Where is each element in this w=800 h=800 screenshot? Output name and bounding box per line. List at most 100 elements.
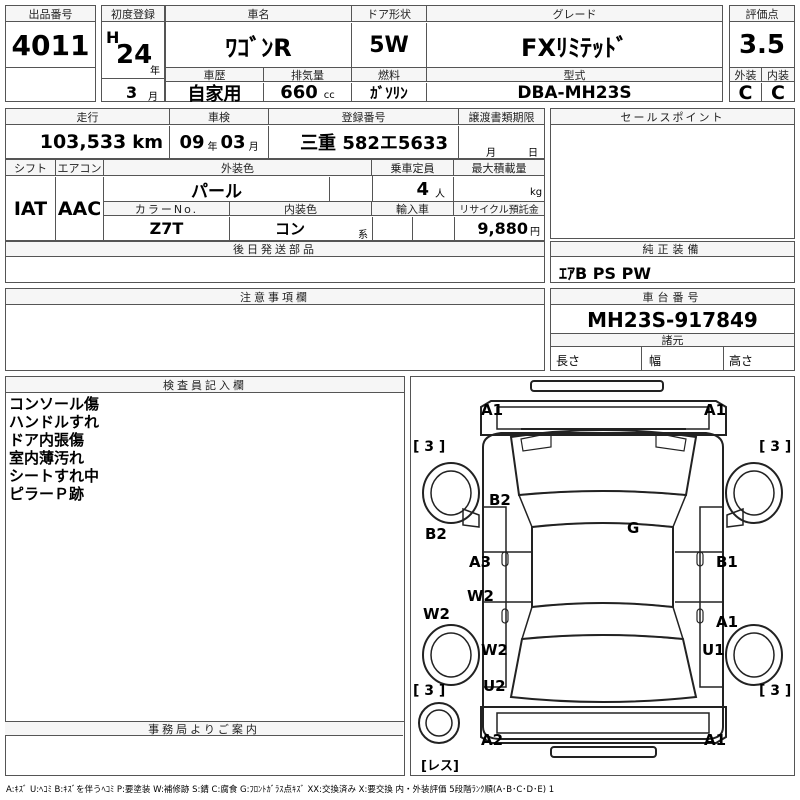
inspector-note: コンソール傷	[9, 395, 100, 413]
trunk	[509, 634, 698, 703]
mark-right-rear-door: A1	[716, 613, 739, 631]
year-value: 24	[116, 40, 153, 70]
exterior-grade-label: 外装	[730, 68, 762, 82]
genuine-equipment-value: ｴｱB PS PW	[559, 264, 651, 283]
mileage-inspection-box: 走行 車検 登録番号 譲渡書類期限 103,533 km 09 年 03 月 三…	[5, 108, 545, 159]
mark-roof: G	[627, 519, 640, 537]
bottom-bumper-bar	[550, 746, 657, 758]
capacity-label: 乗車定員	[372, 160, 454, 176]
tire-tread-rear-right: [ 3 ]	[759, 683, 792, 699]
spare-tire-label: [レス]	[421, 759, 459, 774]
mark-left-pillar: B2	[425, 525, 447, 543]
office-notice-label: 事務局よりご案内	[5, 722, 403, 736]
transfer-doc-label: 譲渡書類期限	[459, 109, 544, 125]
inspector-notes-list: コンソール傷 ハンドルすれ ドア内張傷 室内薄汚れ シートすれ中 ピラーＰ跡	[9, 395, 99, 503]
mark-left-front-door: A3	[469, 553, 492, 571]
car-name-label: 車名	[166, 6, 352, 22]
height-label: 高さ	[729, 354, 754, 368]
caution-notes-label: 注意事項欄	[6, 289, 544, 305]
inspector-note: ドア内張傷	[9, 431, 85, 449]
inspector-note: シートすれ中	[9, 467, 100, 485]
mark-right-rear-quarter: U1	[702, 641, 725, 659]
chassis-box: 車台番号 MH23S-917849 諸元 長さ 幅 高さ	[550, 288, 795, 371]
shift-label: シフト	[6, 160, 56, 176]
mark-hood: B2	[489, 491, 511, 509]
genuine-equipment-box: 純正装備 ｴｱB PS PW	[550, 241, 795, 283]
rear-window	[520, 602, 685, 640]
interior-grade-value: C	[771, 83, 785, 102]
sales-point-label: セールスポイント	[551, 109, 794, 125]
interior-color-label: 内装色	[230, 202, 372, 216]
model-code-label: 型式	[427, 68, 722, 82]
mark-left-rear-door: W2	[467, 587, 494, 605]
inspector-note: 室内薄汚れ	[9, 449, 85, 467]
sales-point-box: セールスポイント	[550, 108, 795, 239]
inspector-notes-label: 検査員記入欄	[6, 377, 404, 393]
roof	[531, 522, 674, 609]
model-code-value: DBA-MH23S	[517, 83, 632, 102]
fuel-label: 燃料	[352, 68, 427, 82]
inspection-value: 09 年 03 月	[170, 126, 269, 158]
inspection-label: 車検	[170, 109, 269, 125]
car-info-box: 車名 ドア形状 グレード ﾜｺﾞﾝR 5W FXﾘﾐﾃｯﾄﾞ 車歴 排気量 燃料…	[165, 5, 723, 102]
rear-bumper	[480, 706, 727, 744]
car-name-value: ﾜｺﾞﾝR	[166, 23, 352, 67]
inspection-month: 03	[220, 131, 246, 153]
displacement-value: 660 cc	[264, 83, 352, 102]
import-label: 輸入車	[372, 202, 454, 216]
front-bumper	[480, 400, 727, 436]
first-registration-label: 初度登録	[102, 6, 164, 22]
later-parts-box: 後日発送部品	[5, 241, 545, 283]
recycle-deposit-unit: 円	[530, 227, 540, 238]
right-side-panel	[699, 506, 723, 688]
inspection-year-unit: 年	[207, 141, 218, 153]
mileage-label: 走行	[6, 109, 170, 125]
displacement-number: 660	[280, 83, 318, 102]
score-value: 3.5	[738, 30, 786, 60]
rear-left-wheel	[422, 624, 480, 686]
grade-label: グレード	[427, 6, 722, 22]
lot-number-label: 出品番号	[6, 6, 95, 22]
mark-rear-right: A1	[704, 731, 727, 749]
shift-value: IAT	[6, 177, 56, 240]
max-load-unit: kg	[530, 187, 543, 198]
displacement-label: 排気量	[264, 68, 352, 82]
caution-notes-box: 注意事項欄	[5, 288, 545, 371]
interior-grade-label: 内装	[762, 68, 794, 82]
length-label: 長さ	[556, 354, 581, 368]
hood	[509, 429, 698, 497]
lot-number-box: 出品番号 4011	[5, 5, 96, 102]
capacity-value: 4 人	[372, 177, 454, 201]
inspection-month-unit: 月	[248, 141, 259, 153]
office-notice-box: 事務局よりご案内	[5, 721, 405, 776]
spec-box: シフト エアコン 外装色 乗車定員 最大積載量 IAT AAC パール 4 人 …	[5, 159, 545, 241]
inspector-note: ピラーＰ跡	[9, 485, 85, 503]
plate-label: 登録番号	[269, 109, 459, 125]
width-label: 幅	[649, 354, 662, 368]
inspection-year: 09	[179, 131, 205, 153]
chassis-number-value: MH23S-917849	[587, 307, 758, 332]
rear-right-wheel	[725, 624, 783, 686]
mark-left-rear-u: U2	[483, 677, 506, 695]
score-label: 評価点	[730, 6, 794, 22]
tire-tread-rear-left: [ 3 ]	[413, 683, 446, 699]
spare-tire	[418, 702, 460, 744]
lot-number-value: 4011	[11, 28, 90, 62]
exterior-grade-value: C	[730, 83, 762, 102]
registration-box: 初度登録 H 24 年 3 月	[101, 5, 165, 103]
front-left-wheel	[422, 462, 480, 524]
door-type-value: 5W	[352, 23, 427, 67]
door-type-label: ドア形状	[352, 6, 427, 22]
inspector-notes-box: 検査員記入欄 コンソール傷 ハンドルすれ ドア内張傷 室内薄汚れ シートすれ中 …	[5, 376, 405, 776]
recycle-deposit-label: リサイクル預託金	[454, 202, 544, 216]
later-parts-label: 後日発送部品	[6, 242, 544, 257]
ac-label: エアコン	[56, 160, 104, 176]
mileage-unit: km	[132, 131, 163, 153]
history-label: 車歴	[166, 68, 264, 82]
body-outline	[482, 432, 724, 740]
exterior-color-label: 外装色	[104, 160, 372, 176]
mark-left-rear-quarter: W2	[481, 641, 508, 659]
mark-left-panel: W2	[423, 605, 450, 623]
specs-label: 諸元	[551, 333, 794, 347]
score-box: 評価点 3.5 外装 内装 C C	[729, 5, 795, 102]
